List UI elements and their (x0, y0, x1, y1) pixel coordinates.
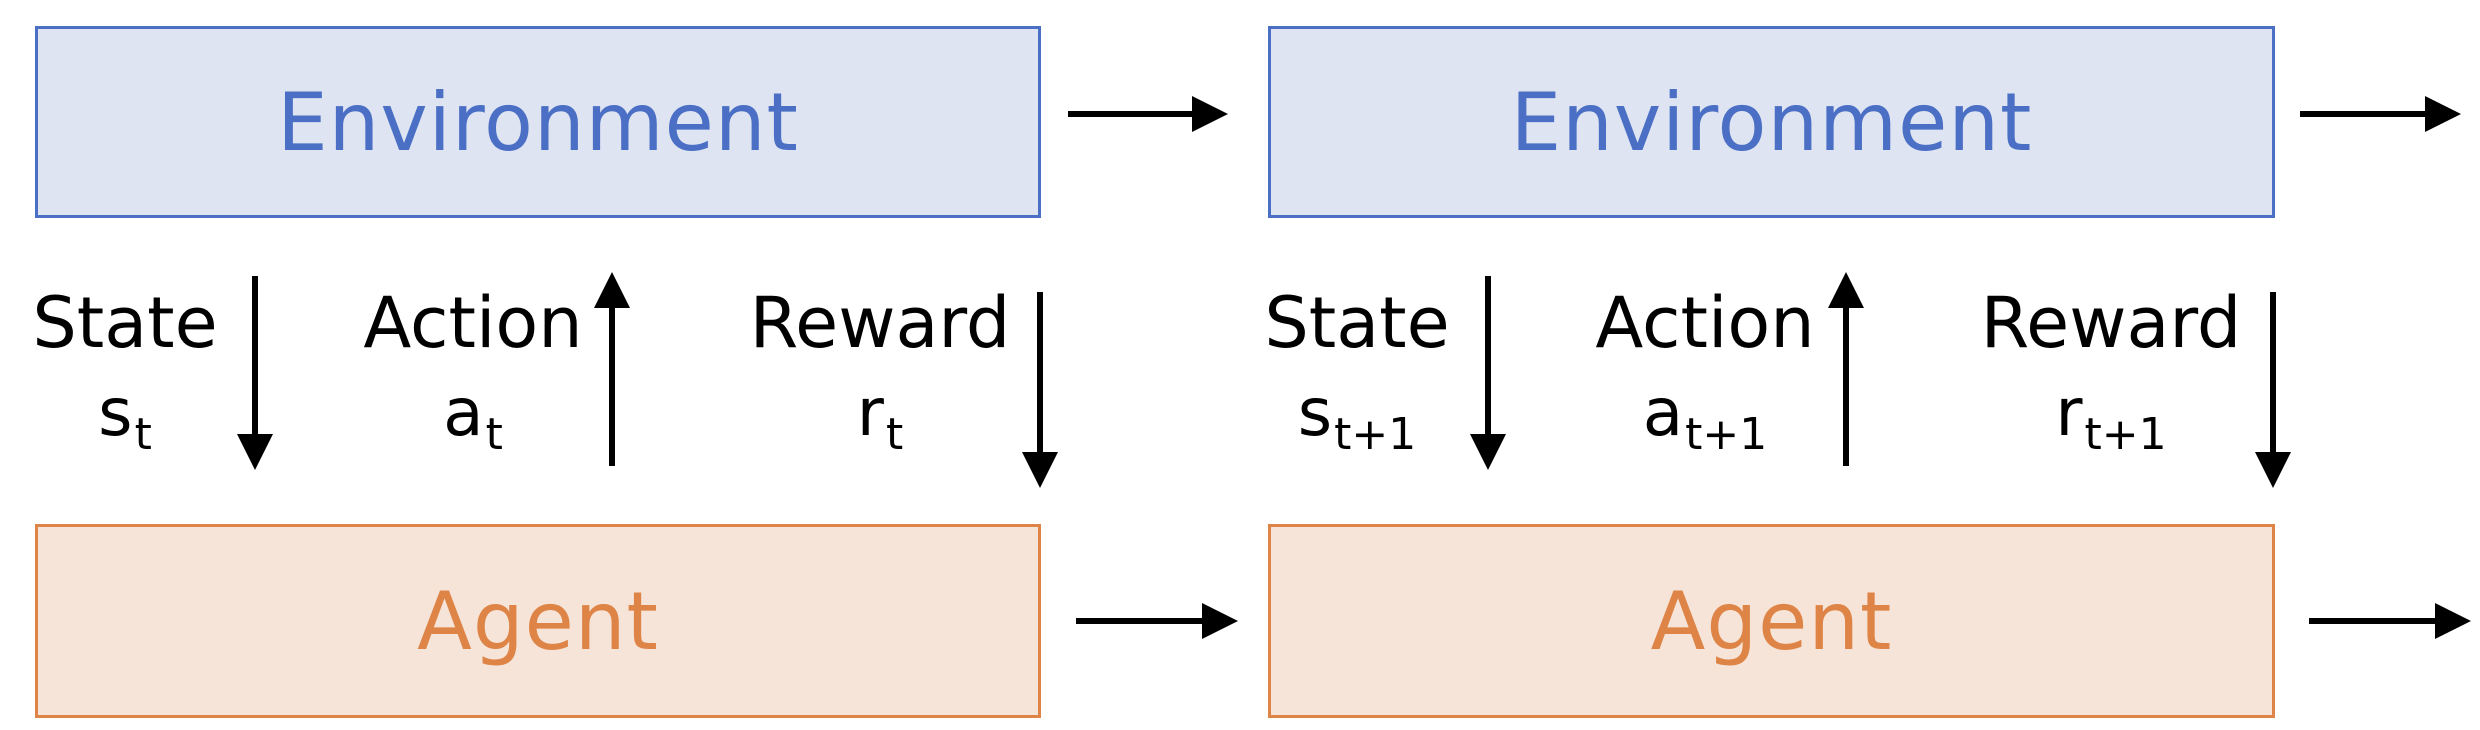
reward-symbol: rt (856, 374, 904, 460)
reward-label: Reward (749, 282, 1011, 364)
state-signal-step-2: State st+1 (1262, 288, 1452, 457)
reward-signal-step-2: Reward rt+1 (1976, 288, 2246, 457)
environment-box-step-2: Environment (1268, 26, 2275, 218)
environment-label: Environment (1510, 75, 2033, 169)
state-symbol: st+1 (1297, 374, 1417, 460)
reward-signal-step-1: Reward rt (745, 288, 1015, 457)
action-label: Action (1595, 282, 1815, 364)
agent-label: Agent (1650, 574, 1893, 668)
action-label: Action (363, 282, 583, 364)
state-label: State (1264, 282, 1450, 364)
state-signal-step-1: State st (30, 288, 220, 457)
action-symbol: at+1 (1642, 374, 1768, 460)
agent-label: Agent (417, 574, 659, 668)
environment-box-step-1: Environment (35, 26, 1041, 218)
reward-label: Reward (1980, 282, 2242, 364)
state-label: State (32, 282, 218, 364)
environment-label: Environment (277, 75, 799, 169)
action-signal-step-2: Action at+1 (1590, 288, 1820, 457)
agent-box-step-1: Agent (35, 524, 1041, 718)
reward-symbol: rt+1 (2055, 374, 2167, 460)
state-symbol: st (98, 374, 152, 460)
agent-box-step-2: Agent (1268, 524, 2275, 718)
action-signal-step-1: Action at (358, 288, 588, 457)
action-symbol: at (443, 374, 503, 460)
